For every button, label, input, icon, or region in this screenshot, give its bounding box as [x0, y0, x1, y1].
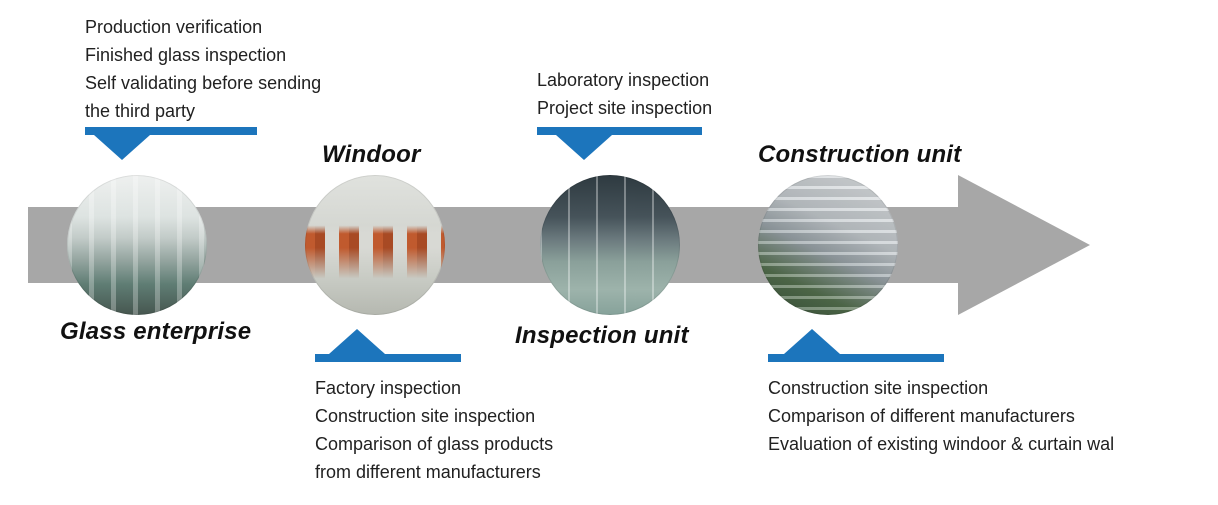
callout-line: Factory inspection [315, 378, 462, 398]
callout-line: Construction site inspection [315, 406, 536, 426]
callout-line: Production verification [85, 17, 263, 37]
glass-enterprise-pointer-icon [94, 135, 150, 160]
glass-enterprise-photo [67, 175, 207, 315]
inspection-unit-title: Inspection unit [515, 322, 689, 349]
callout-line: Self validating before sending [85, 73, 322, 93]
glass-enterprise-callout-bar [85, 127, 257, 135]
callout-line: Laboratory inspection [537, 70, 710, 90]
inspection-unit-callout-bar [537, 127, 702, 135]
callout-line: Construction site inspection [768, 378, 989, 398]
inspection-unit-callout: Laboratory inspection Project site inspe… [537, 66, 712, 122]
callout-line: Project site inspection [537, 98, 713, 118]
windoor-callout-bar [315, 354, 461, 362]
windoor-callout: Factory inspection Construction site ins… [315, 374, 553, 486]
callout-line: Comparison of different manufacturers [768, 406, 1075, 426]
glass-enterprise-callout: Production verification Finished glass i… [85, 13, 321, 125]
construction-unit-photo [758, 175, 898, 315]
windoor-pointer-icon [329, 329, 385, 354]
windoor-photo [305, 175, 445, 315]
callout-line: Finished glass inspection [85, 45, 287, 65]
timeline-arrow-head-icon [958, 175, 1090, 315]
glass-enterprise-title: Glass enterprise [60, 318, 252, 345]
construction-unit-title: Construction unit [758, 141, 962, 168]
construction-unit-callout: Construction site inspection Comparison … [768, 374, 1114, 458]
construction-unit-callout-bar [768, 354, 944, 362]
construction-unit-pointer-icon [784, 329, 840, 354]
callout-line: the third party [85, 101, 196, 121]
inspection-unit-photo [540, 175, 680, 315]
inspection-unit-pointer-icon [556, 135, 612, 160]
callout-line: from different manufacturers [315, 462, 541, 482]
callout-line: Evaluation of existing windoor & curtain… [768, 434, 1115, 454]
windoor-title: Windoor [322, 141, 421, 168]
callout-line: Comparison of glass products [315, 434, 554, 454]
